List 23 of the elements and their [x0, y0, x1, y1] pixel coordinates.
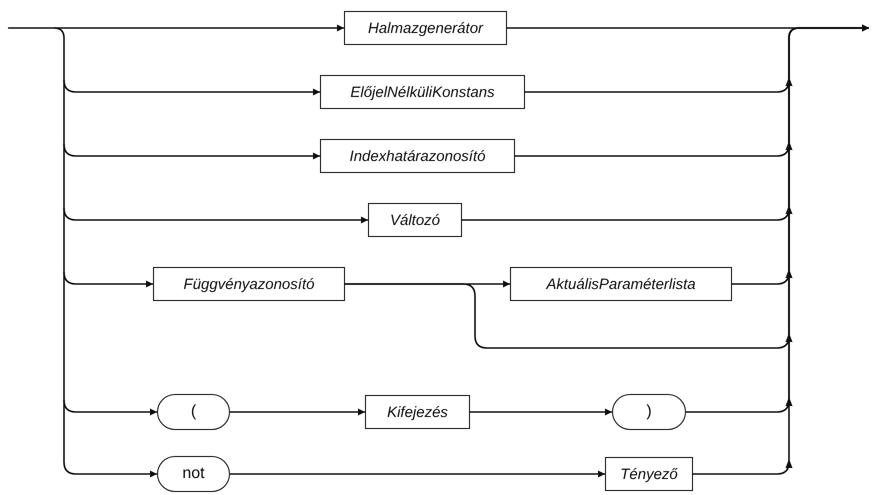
arrow: [470, 408, 612, 416]
arrow: [63, 272, 153, 288]
arrow: [693, 24, 869, 475]
arrow: [63, 144, 320, 160]
arrow: [63, 80, 320, 96]
nonterminal-box: AktuálisParaméterlista: [510, 267, 732, 301]
nonterminal-box: Változó: [368, 203, 462, 237]
arrow: [63, 462, 157, 478]
arrow: [63, 208, 368, 224]
rail-line: [8, 27, 65, 462]
terminal-symbol: ): [612, 394, 686, 430]
arrow: [230, 408, 365, 416]
arrow: [63, 400, 157, 416]
nonterminal-box: Függvényazonosító: [153, 267, 345, 301]
nonterminal-box: Kifejezés: [365, 395, 470, 429]
nonterminal-box: Indexhatárazonosító: [320, 139, 515, 173]
arrow: [54, 24, 344, 32]
arrow: [230, 470, 605, 478]
nonterminal-box: Halmazgenerátor: [344, 11, 507, 45]
terminal-symbol: (: [157, 394, 230, 430]
nonterminal-box: ElőjelNélküliKonstans: [320, 75, 525, 109]
terminal-symbol: not: [157, 456, 230, 492]
nonterminal-box: Tényező: [605, 457, 693, 491]
